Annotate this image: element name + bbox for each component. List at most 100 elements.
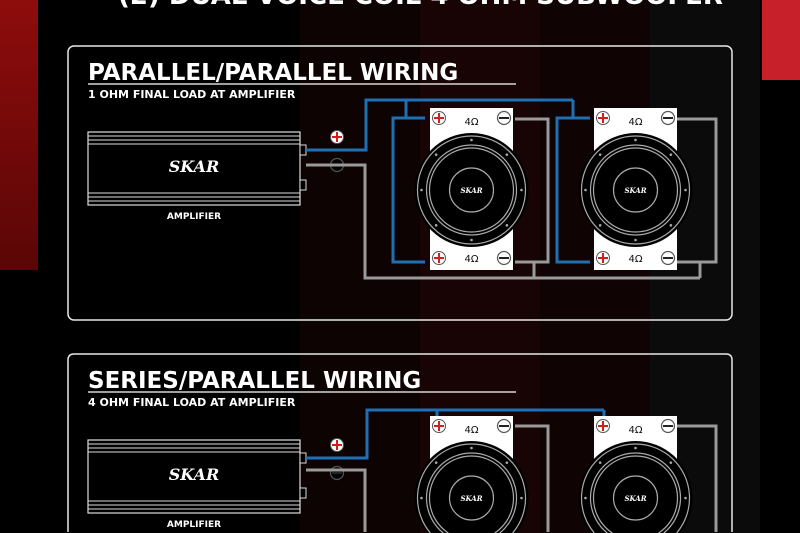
speaker-ring — [580, 443, 691, 533]
panel-subtitle: 4 OHM FINAL LOAD AT AMPLIFIER — [88, 396, 296, 409]
mount-hole — [684, 188, 687, 192]
speaker-ring — [425, 144, 518, 236]
mount-hole — [470, 446, 473, 450]
mount-hole — [669, 461, 673, 464]
skar-logo: SKAR — [624, 494, 646, 503]
subwoofer: SKAR 4Ω 4Ω — [414, 108, 529, 270]
speaker-ring — [428, 147, 515, 233]
minus-terminal-icon — [660, 110, 676, 126]
speaker-ring — [589, 144, 682, 236]
mount-hole — [434, 224, 438, 227]
left-red-stripe — [0, 0, 38, 270]
top-coil-impedance: 4Ω — [464, 117, 478, 128]
amplifier-output-terminal — [299, 487, 307, 499]
logo-text: SKAR — [624, 494, 646, 503]
right-red-stripe — [762, 0, 800, 80]
amplifier: SKAR AMPLIFIER — [87, 131, 307, 222]
logo-text: SKAR — [624, 186, 646, 195]
skar-logo: SKAR — [460, 186, 482, 195]
negative-wire — [306, 468, 367, 532]
series-parallel-panel: SERIES/PARALLEL WIRING 4 OHM FINAL LOAD A… — [67, 353, 733, 533]
mount-hole — [598, 461, 602, 464]
mount-hole — [505, 153, 509, 156]
logo-text: SKAR — [460, 494, 482, 503]
skar-logo: SKAR — [169, 157, 220, 176]
mount-hole — [505, 224, 509, 227]
negative-wire — [515, 424, 550, 532]
plus-terminal-icon — [596, 111, 610, 125]
mount-hole — [420, 496, 423, 500]
positive-wire — [391, 116, 425, 264]
minus-terminal-icon — [329, 465, 345, 481]
positive-wire — [555, 116, 590, 264]
amplifier-label: AMPLIFIER — [167, 212, 221, 222]
speaker-cone — [578, 440, 693, 533]
mount-hole — [634, 446, 637, 450]
mount-hole — [684, 496, 687, 500]
minus-terminal-icon — [496, 110, 512, 126]
negative-wire — [677, 117, 718, 264]
speaker-ring — [416, 443, 527, 533]
panel-title: PARALLEL/PARALLEL WIRING — [88, 60, 458, 86]
speaker-cone — [414, 133, 529, 247]
amplifier-output-terminal — [299, 179, 307, 191]
logo-text: SKAR — [460, 186, 482, 195]
speaker-ring — [448, 475, 495, 521]
plus-terminal-icon — [432, 251, 446, 265]
amplifier-output-terminal — [299, 452, 307, 464]
panel-subtitle: 1 OHM FINAL LOAD AT AMPLIFIER — [88, 88, 296, 101]
mount-hole — [584, 188, 587, 192]
plus-terminal-icon — [432, 419, 446, 433]
speaker-ring — [428, 455, 515, 533]
mount-hole — [470, 138, 473, 142]
speaker-ring — [592, 455, 679, 533]
logo-text: SKAR — [169, 157, 220, 176]
mount-hole — [598, 224, 602, 227]
panel-border — [67, 353, 733, 532]
top-coil-impedance: 4Ω — [464, 425, 478, 436]
subwoofer: SKAR 4Ω — [414, 416, 529, 533]
amplifier: SKAR AMPLIFIER — [87, 439, 307, 530]
panel-title: SERIES/PARALLEL WIRING — [88, 368, 421, 394]
minus-terminal-icon — [496, 418, 512, 434]
subwoofer: SKAR 4Ω — [578, 416, 693, 533]
speaker-ring — [612, 167, 659, 213]
skar-logo: SKAR — [460, 494, 482, 503]
positive-wire — [306, 408, 604, 460]
mount-hole — [434, 153, 438, 156]
plus-terminal-icon — [432, 111, 446, 125]
mount-hole — [505, 461, 509, 464]
mount-hole — [434, 461, 438, 464]
mount-hole — [520, 496, 523, 500]
mount-hole — [584, 496, 587, 500]
speaker-ring — [448, 167, 495, 213]
plus-terminal-icon — [330, 130, 344, 144]
top-coil-impedance: 4Ω — [628, 117, 642, 128]
speaker-ring — [592, 147, 679, 233]
bottom-coil-impedance: 4Ω — [628, 254, 642, 265]
minus-terminal-icon — [660, 250, 676, 266]
mount-hole — [669, 224, 673, 227]
mount-hole — [598, 153, 602, 156]
logo-text: SKAR — [169, 465, 220, 484]
speaker-ring — [580, 135, 691, 245]
plus-terminal-icon — [596, 251, 610, 265]
plus-terminal-icon — [330, 438, 344, 452]
parallel-parallel-panel: PARALLEL/PARALLEL WIRING 1 OHM FINAL LOAD… — [67, 45, 733, 321]
mount-hole — [634, 238, 637, 242]
mount-hole — [520, 188, 523, 192]
amplifier-label: AMPLIFIER — [167, 520, 221, 530]
panel-border — [67, 45, 733, 321]
positive-wire — [306, 98, 573, 152]
top-coil-impedance: 4Ω — [628, 425, 642, 436]
negative-wire — [677, 424, 718, 532]
speaker-ring — [416, 135, 527, 245]
negative-wire — [515, 117, 550, 264]
bottom-coil-impedance: 4Ω — [464, 254, 478, 265]
mount-hole — [470, 238, 473, 242]
amplifier-output-terminal — [299, 144, 307, 156]
mount-hole — [634, 138, 637, 142]
speaker-cone — [578, 133, 693, 247]
minus-terminal-icon — [496, 250, 512, 266]
